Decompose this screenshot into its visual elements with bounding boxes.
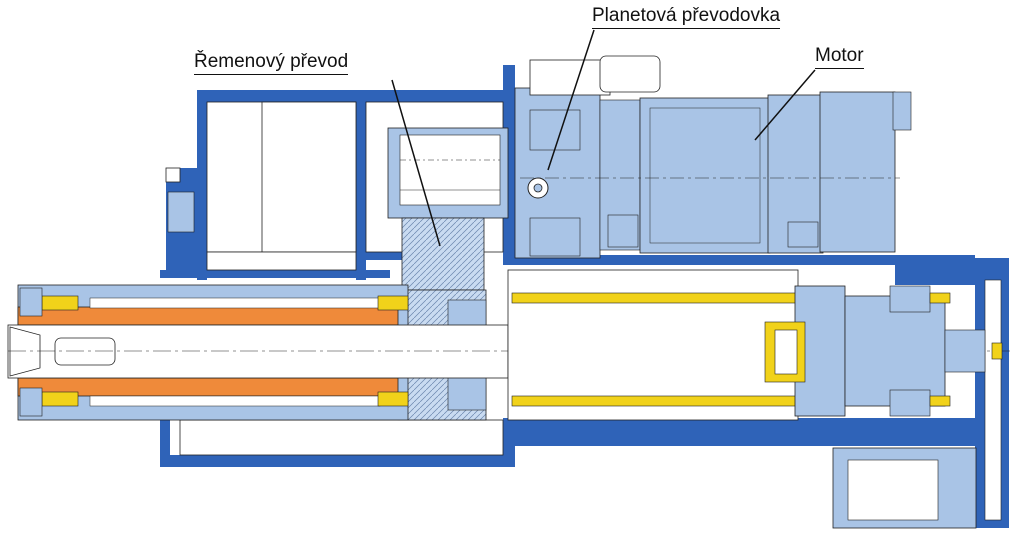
- drawbar-unit: [507, 269, 1003, 421]
- label-motor: Motor: [815, 46, 864, 69]
- motor-body: [520, 91, 912, 254]
- auxiliary-unit: [832, 447, 977, 529]
- spindle: [7, 284, 1010, 421]
- planetary-gearbox: [514, 55, 661, 259]
- label-planetary-gearbox: Planetová převodovka: [592, 6, 781, 29]
- housing-frame: [160, 65, 1009, 528]
- leader-lines: [391, 29, 816, 247]
- label-belt-drive: Řemenový převod: [194, 52, 349, 75]
